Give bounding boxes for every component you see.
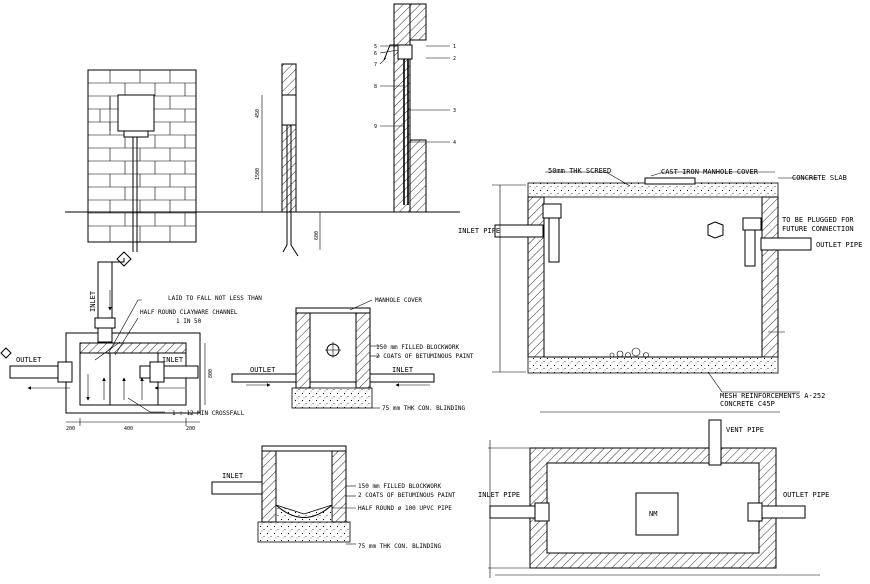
- svg-text:4: 4: [453, 140, 456, 146]
- label-screed: 50mm THK SCREED: [548, 167, 611, 175]
- dim-200-right: 200: [186, 426, 195, 432]
- label-mesh: MESH REINFORCEMENTS A-252: [720, 392, 825, 400]
- label-plugged-1: TO BE PLUGGED FOR: [782, 216, 854, 224]
- dim-side: 800: [208, 369, 214, 378]
- label-plugged-2: FUTURE CONNECTION: [782, 225, 854, 233]
- brick-wall-elevation: [65, 69, 460, 252]
- label-inlet-pipe-plan: INLET PIPE: [478, 491, 520, 499]
- label-blockwork-2: 150 mm FILLED BLOCKWORK: [358, 483, 441, 490]
- label-outlet-pipe-plan: OUTLET PIPE: [783, 491, 829, 499]
- label-paint-1: 2 COATS OF BETUMINOUS PAINT: [376, 353, 474, 360]
- label-concrete-slab: CONCRETE SLAB: [792, 174, 847, 182]
- tank-section: [492, 171, 818, 393]
- label-inlet-vertical: INLET: [89, 290, 97, 312]
- dim-600: 600: [314, 231, 320, 240]
- label-inlet-pipe: INLET PIPE: [458, 227, 500, 235]
- label-channel: HALF ROUND CLAYWARE CHANNEL: [140, 309, 238, 316]
- label-outlet-pipe: OUTLET PIPE: [816, 241, 862, 249]
- label-outlet-section: OUTLET: [250, 366, 276, 374]
- label-laid-fall: LAID TO FALL NOT LESS THAN: [168, 295, 262, 302]
- tank-plan: [488, 411, 820, 578]
- label-crossfall: 1 : 12 MIN CROSSFALL: [172, 410, 245, 417]
- label-concrete-c45p: CONCRETE C45P: [720, 400, 775, 408]
- label-inlet-plan: INLET: [162, 356, 184, 364]
- dim-450: 450: [255, 109, 261, 118]
- svg-text:6: 6: [374, 51, 377, 57]
- label-inlet-section: INLET: [392, 366, 414, 374]
- label-outlet-plan: OUTLET: [16, 356, 42, 364]
- wall-section-tall: 5 6 7 8 9 1 2 3 4: [374, 3, 456, 213]
- svg-text:2: 2: [453, 56, 456, 62]
- dim-400: 400: [124, 426, 133, 432]
- svg-text:3: 3: [453, 108, 456, 114]
- chamber-section-1: [231, 299, 435, 409]
- chamber-plan: [0, 251, 206, 426]
- dim-200-left: 200: [66, 426, 75, 432]
- label-half-round-pipe: HALF ROUND ø 100 UPVC PIPE: [358, 505, 452, 512]
- svg-text:5: 5: [374, 44, 377, 50]
- svg-text:1: 1: [453, 44, 456, 50]
- svg-text:7: 7: [374, 62, 377, 68]
- callout-numbers: 5 6 7 8 9 1 2 3 4: [374, 44, 456, 146]
- label-paint-2: 2 COATS OF BETUMINOUS PAINT: [358, 492, 456, 499]
- label-blinding-1: 75 mm THK CON. BLINDING: [382, 405, 465, 412]
- chamber-section-2: [211, 445, 356, 545]
- label-gradient: 1 IN 50: [176, 318, 202, 325]
- label-manhole-nm: NM: [649, 510, 657, 518]
- label-manhole-cover: MANHOLE COVER: [375, 297, 422, 304]
- label-vent-pipe: VENT PIPE: [726, 426, 764, 434]
- label-blockwork-1: 150 mm FILLED BLOCKWORK: [376, 344, 459, 351]
- wall-section-small: 450 1500 600: [255, 63, 321, 257]
- svg-text:8: 8: [374, 84, 377, 90]
- label-inlet-section-2: INLET: [222, 472, 244, 480]
- svg-text:9: 9: [374, 124, 377, 130]
- label-blinding-2: 75 mm THK CON. BLINDING: [358, 543, 441, 550]
- label-cast-iron-cover: CAST IRON MANHOLE COVER: [661, 168, 759, 176]
- dim-1500: 1500: [255, 168, 261, 180]
